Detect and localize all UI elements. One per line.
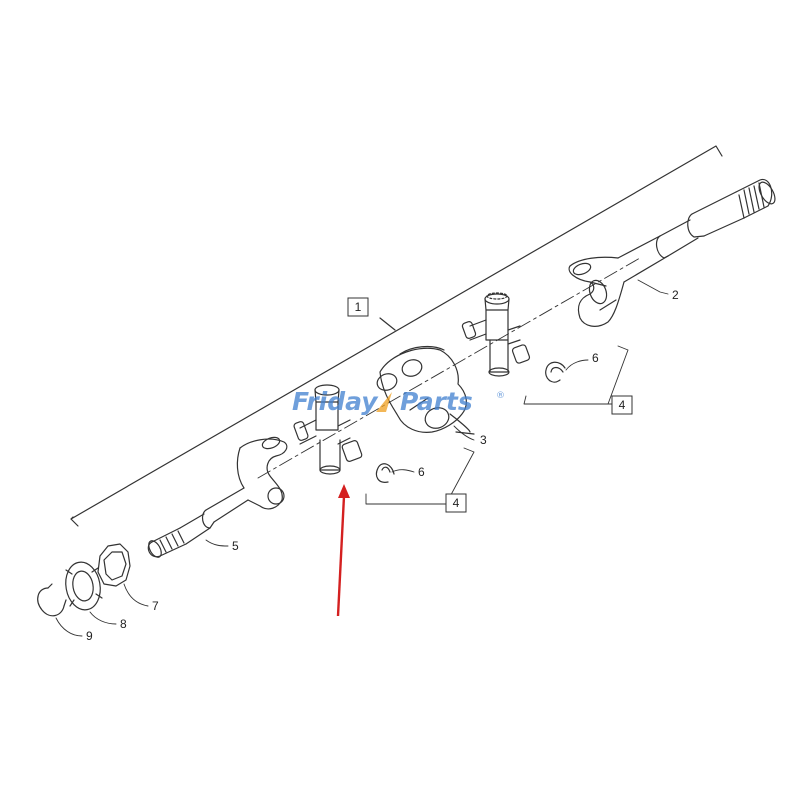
watermark-text-b: Parts <box>400 387 473 416</box>
inner-shaft-drawing <box>147 436 288 558</box>
watermark-text-a: Friday <box>292 387 379 416</box>
watermark-swoosh-icon <box>376 392 392 412</box>
callout-box-1: 1 <box>347 297 369 317</box>
snap-ring-right-drawing <box>545 361 566 383</box>
snap-ring-left-drawing <box>375 463 395 483</box>
seal-drawing <box>97 543 131 587</box>
callout-7-label: 7 <box>152 599 159 613</box>
center-axis-line <box>257 257 641 479</box>
callout-9-label: 9 <box>86 629 93 643</box>
callout-4-left-label: 4 <box>453 496 460 510</box>
callout-box-4-right: 4 <box>611 395 633 415</box>
pointer-arrow <box>336 484 350 617</box>
assembly-bracket <box>70 145 723 527</box>
washer-drawing <box>65 561 103 611</box>
leader-lines <box>55 279 669 637</box>
callout-2-label: 2 <box>672 288 679 302</box>
callout-6-right-label: 6 <box>592 351 599 365</box>
callout-1-label: 1 <box>355 300 362 314</box>
watermark-logo: Friday Parts ® <box>292 387 505 416</box>
cross-left-drawing <box>293 384 363 475</box>
callout-6-left-label: 6 <box>418 465 425 479</box>
callout-3-label: 3 <box>480 433 487 447</box>
callout-box-4-left: 4 <box>445 493 467 513</box>
callout-8-label: 8 <box>120 617 127 631</box>
cross-right-drawing <box>461 292 531 377</box>
circlip-drawing <box>37 583 67 617</box>
callout-4-right-label: 4 <box>619 398 626 412</box>
yoke-coupler-drawing <box>376 345 475 435</box>
callout-5-label: 5 <box>232 539 239 553</box>
outer-shaft-drawing <box>568 178 776 327</box>
watermark-mark: ® <box>496 391 505 401</box>
